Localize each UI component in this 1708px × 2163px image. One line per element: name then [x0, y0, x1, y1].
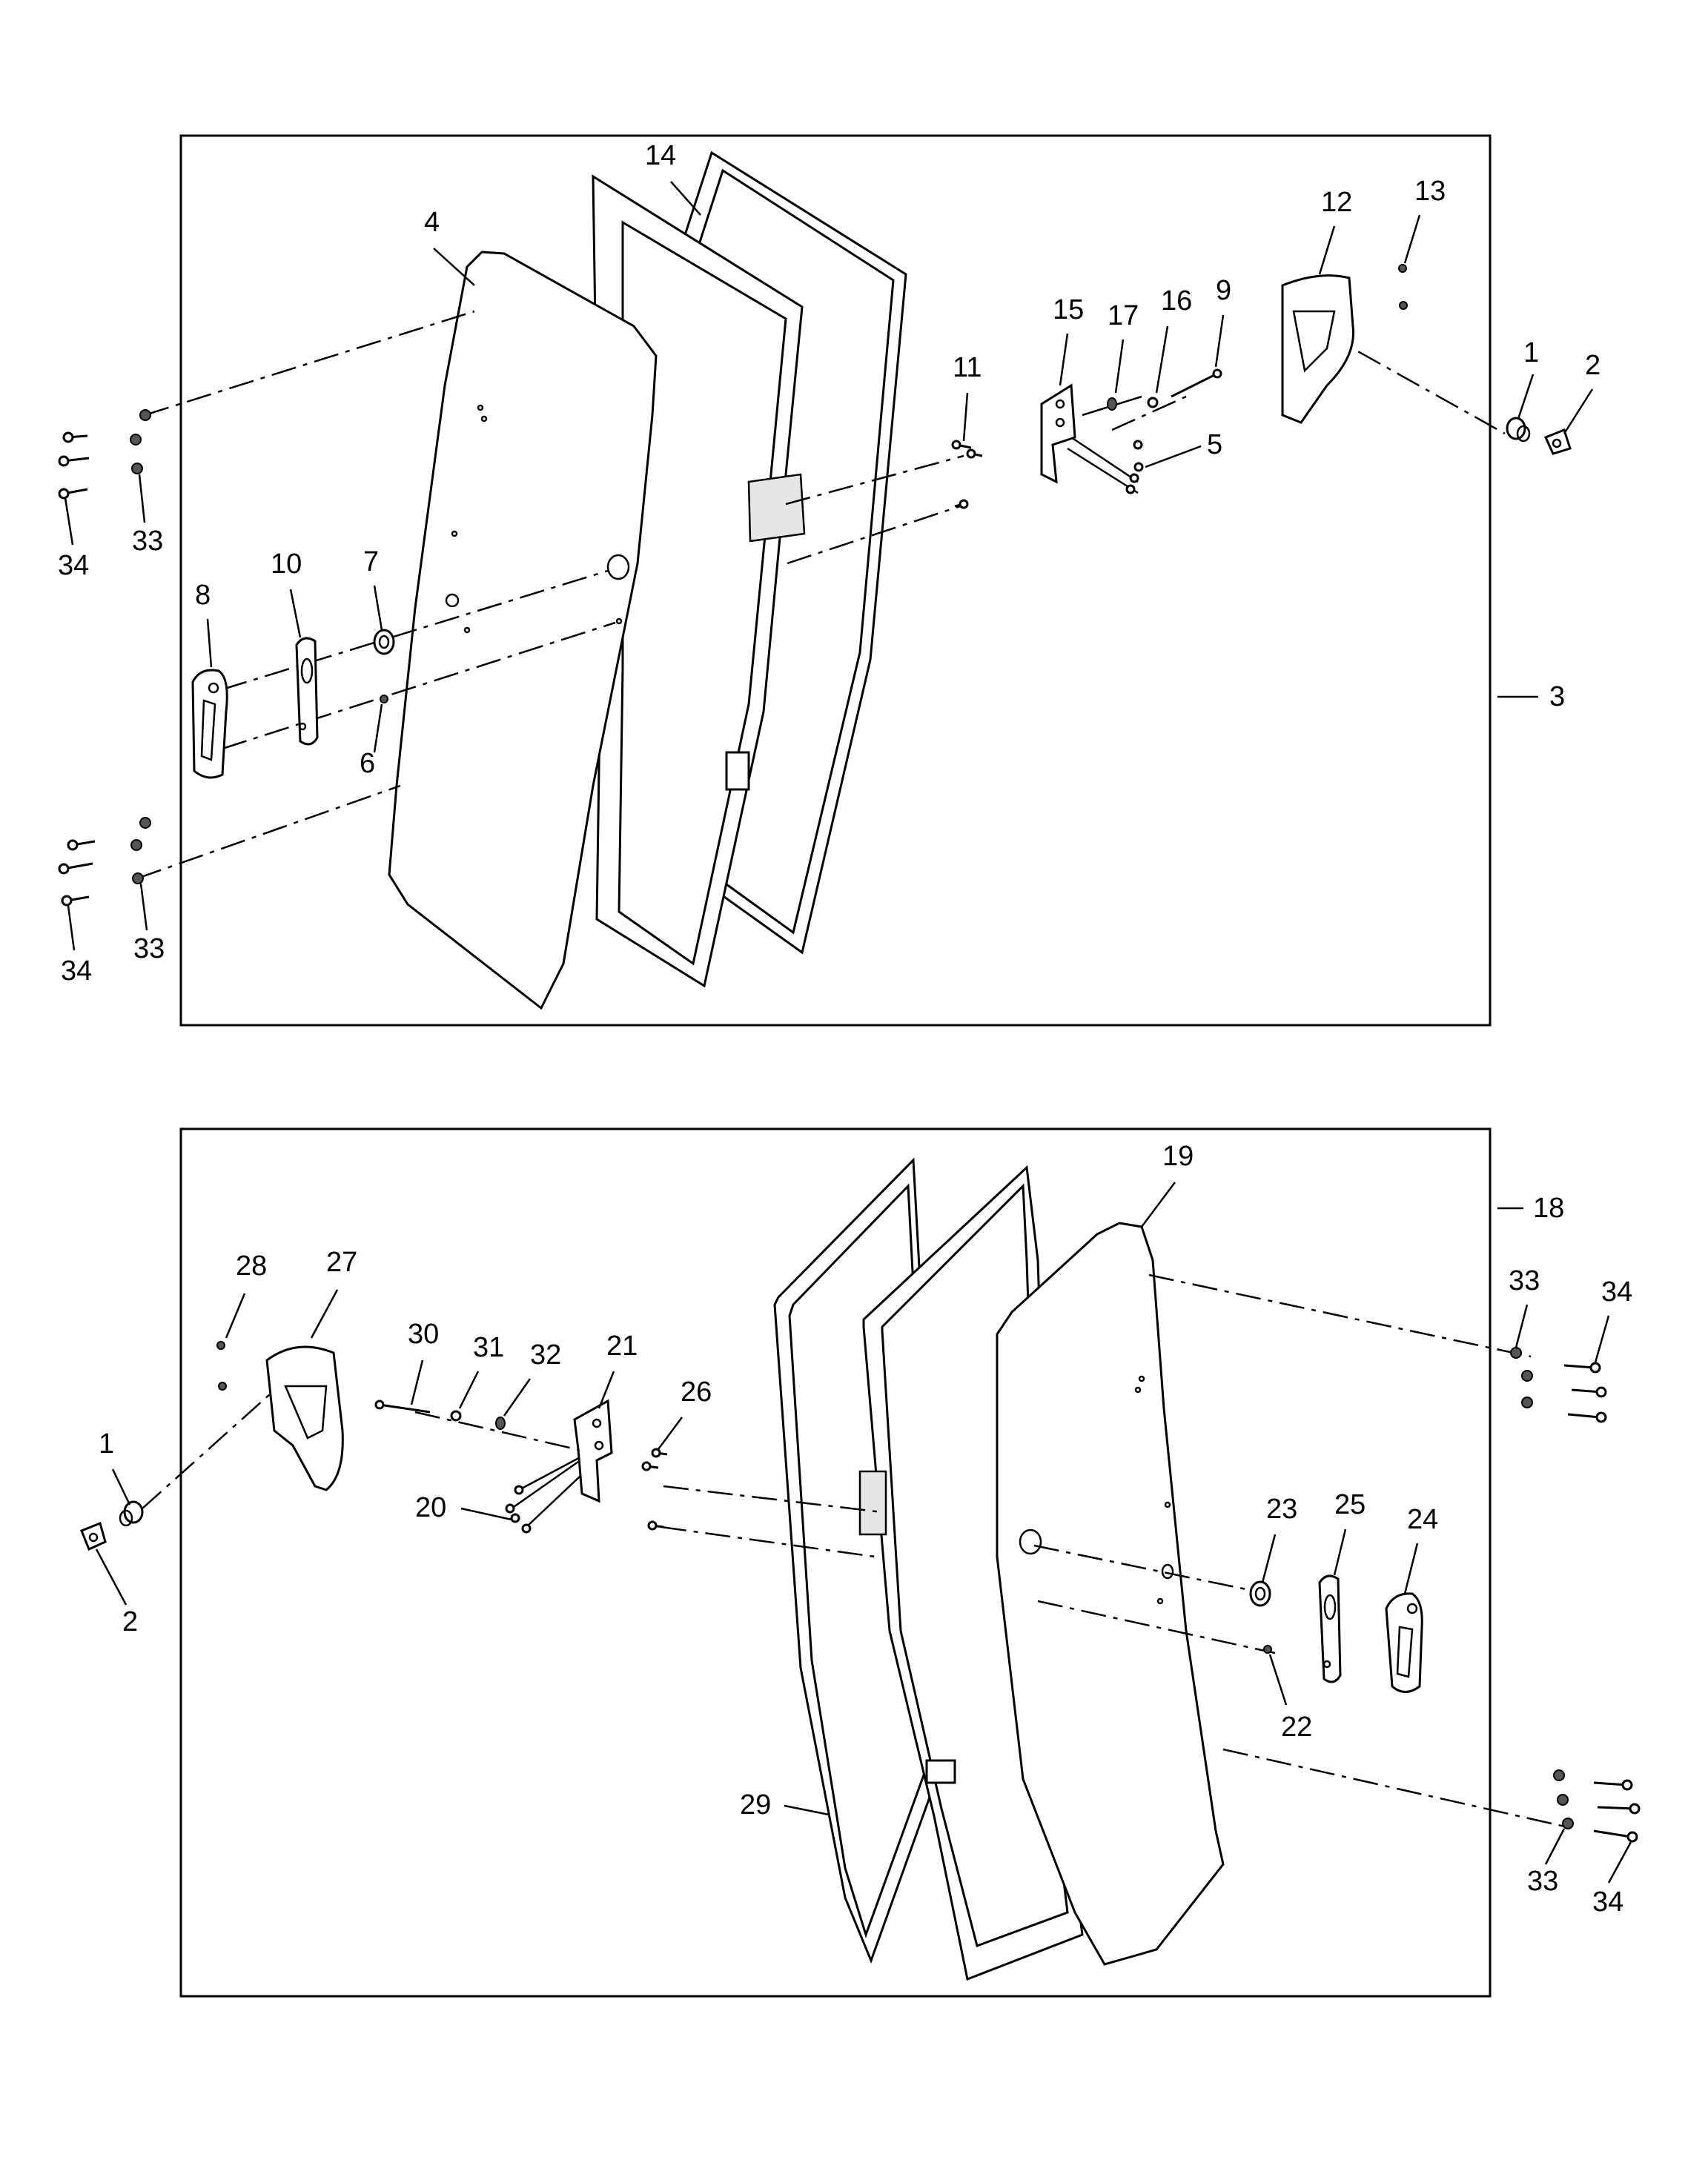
callout-4: 4	[424, 207, 440, 238]
screws-26	[641, 1448, 668, 1531]
callout-26: 26	[681, 1377, 712, 1408]
nut-23	[1249, 1580, 1271, 1607]
latch-21	[573, 1399, 613, 1503]
bottom-panel-frame	[179, 1127, 1492, 1998]
part-6	[380, 695, 388, 703]
screws-20	[505, 1485, 532, 1534]
callout-3: 3	[1549, 681, 1565, 712]
top-leader-lines	[136, 310, 1506, 880]
callout-8: 8	[195, 580, 211, 611]
top-panel: 3 14 4 12 13 15 17 16 9 11 5 1 2	[58, 134, 1601, 1027]
nut-7	[373, 629, 395, 655]
escutcheon-25	[1318, 1574, 1342, 1683]
callout-29: 29	[740, 1789, 771, 1821]
top-callouts: 3 14 4 12 13 15 17 16 9 11 5 1 2	[58, 140, 1601, 987]
callout-33-top-b: 33	[133, 933, 165, 964]
striker-bolt-1-bottom	[119, 1500, 144, 1527]
door-panel-19	[996, 1222, 1225, 1966]
bottom-panel: 18 19 28 27 30 31 32 21 26 20 1 2 29	[80, 1127, 1641, 1998]
callout-2: 2	[1585, 350, 1601, 381]
bottom-callouts: 18 19 28 27 30 31 32 21 26 20 1 2 29	[95, 1141, 1632, 1918]
callout-5: 5	[1207, 429, 1222, 460]
screws-left-upper	[58, 409, 151, 500]
screws-13	[1398, 264, 1408, 310]
escutcheon-10	[295, 637, 319, 746]
spacer-16	[1147, 397, 1159, 408]
spacer-31	[450, 1410, 462, 1422]
striker-bolt-1	[1506, 417, 1531, 443]
callout-18: 18	[1533, 1193, 1564, 1224]
washer-17	[1107, 397, 1117, 411]
callout-34-bottom-b: 34	[1592, 1887, 1623, 1918]
callout-17: 17	[1108, 300, 1139, 331]
screws-left-lower	[58, 817, 151, 907]
callout-7: 7	[363, 546, 379, 577]
callout-1-bottom: 1	[99, 1428, 114, 1460]
callout-19: 19	[1162, 1141, 1194, 1172]
callout-24: 24	[1407, 1504, 1438, 1535]
callout-23: 23	[1266, 1494, 1297, 1525]
callout-34-top-a: 34	[58, 550, 89, 581]
callout-13: 13	[1414, 176, 1446, 207]
callout-12: 12	[1321, 187, 1352, 218]
callout-15: 15	[1053, 294, 1084, 325]
callout-25: 25	[1334, 1489, 1366, 1520]
bottom-leader-lines	[142, 1273, 1569, 1829]
top-panel-frame	[179, 134, 1492, 1027]
callout-31: 31	[473, 1332, 504, 1363]
striker-plate-2-bottom	[80, 1521, 107, 1551]
latch-15	[1040, 383, 1076, 484]
callout-11: 11	[953, 352, 982, 383]
callout-1: 1	[1523, 337, 1539, 368]
striker-cover-12	[1281, 274, 1355, 424]
callout-33-top-a: 33	[132, 526, 163, 557]
screws-5	[1125, 440, 1144, 494]
callout-2-bottom: 2	[122, 1606, 138, 1637]
striker-cover-27	[265, 1345, 344, 1491]
callout-21: 21	[606, 1331, 638, 1362]
callout-6: 6	[360, 748, 375, 779]
callout-34-top-b: 34	[61, 955, 92, 987]
callout-9: 9	[1216, 275, 1231, 306]
callout-27: 27	[326, 1247, 357, 1278]
callout-28: 28	[236, 1251, 267, 1282]
door-handle-24	[1385, 1592, 1423, 1693]
striker-plate-2	[1543, 428, 1572, 455]
door-panel-4	[388, 251, 658, 1010]
callout-20: 20	[415, 1492, 446, 1523]
callout-33-bottom-b: 33	[1527, 1866, 1558, 1897]
screws-right-upper	[1510, 1347, 1607, 1423]
door-handle-8	[191, 669, 228, 779]
screws-11	[951, 440, 983, 509]
callout-14: 14	[645, 140, 676, 171]
callout-22: 22	[1281, 1712, 1312, 1743]
callout-30: 30	[408, 1319, 439, 1350]
washer-32	[495, 1417, 506, 1430]
part-22	[1263, 1645, 1272, 1654]
screws-right-lower	[1553, 1769, 1641, 1843]
callout-34-bottom-a: 34	[1601, 1276, 1632, 1308]
callout-16: 16	[1161, 285, 1192, 317]
callout-10: 10	[271, 549, 302, 580]
screws-28	[216, 1341, 227, 1391]
pin-30	[374, 1400, 431, 1414]
callout-32: 32	[530, 1339, 561, 1371]
pin-9	[1171, 368, 1222, 398]
callout-33-bottom-a: 33	[1509, 1265, 1540, 1296]
